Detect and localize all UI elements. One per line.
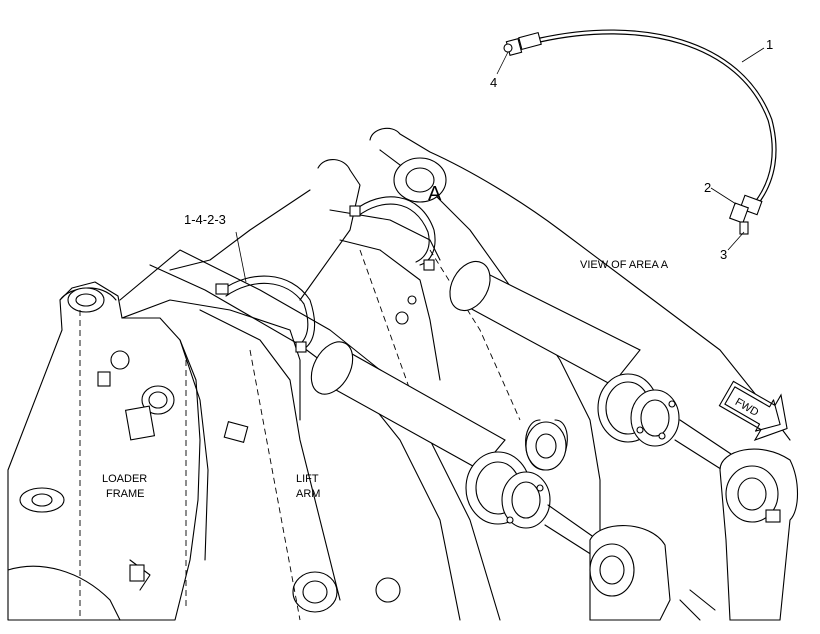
lift-arm-right (169, 127, 791, 541)
area-marker: A (428, 183, 442, 205)
leader-sequence (235, 231, 247, 283)
leader-3 (727, 231, 745, 251)
leader-2 (710, 187, 737, 205)
leader-1 (741, 47, 765, 63)
fitting-right (728, 194, 763, 235)
loader-frame (7, 281, 301, 621)
lift-arm-left (119, 249, 501, 621)
leader-4 (496, 51, 509, 75)
callout-2: 2 (704, 180, 711, 195)
callout-4: 4 (490, 75, 497, 90)
loader-frame-label-line2: FRAME (106, 488, 145, 500)
callout-1: 1 (766, 37, 773, 52)
fitting-left (503, 31, 542, 56)
hose-assembly-detail (496, 29, 777, 251)
linkage-right (589, 448, 798, 621)
cylinder-lower (310, 341, 606, 561)
hose-routing-main (215, 196, 436, 353)
callout-sequence: 1-4-2-3 (184, 212, 226, 227)
callout-3: 3 (720, 247, 727, 262)
view-caption: VIEW OF AREA A (580, 259, 669, 271)
fwd-arrow-icon: FWD (718, 380, 788, 442)
lift-arm-label-line1: LIFT (296, 473, 319, 485)
lift-arm-label-line2: ARM (296, 488, 320, 500)
cylinder-upper (449, 260, 741, 479)
loader-frame-label-line1: LOADER (102, 473, 147, 485)
hose-line (537, 29, 777, 208)
